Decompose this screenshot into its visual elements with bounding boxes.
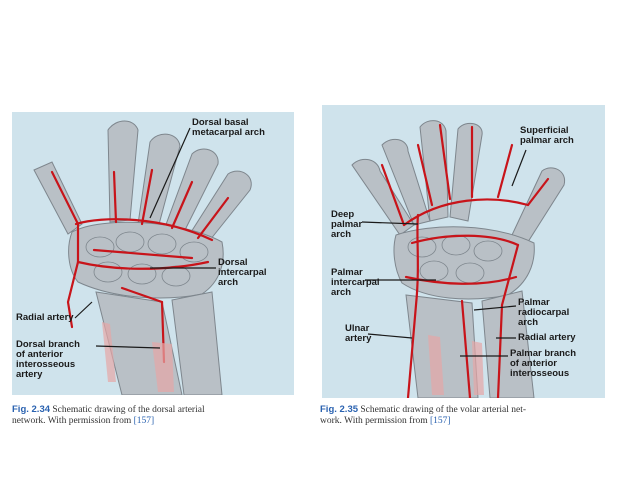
caption-text: Schematic drawing of the volar arterial … bbox=[320, 405, 527, 426]
label-dorsal-basal-metacarpal-arch: Dorsal basal metacarpal arch bbox=[192, 117, 265, 138]
label-palmar-radiocarpal-arch: Palmar radiocarpal arch bbox=[518, 297, 570, 328]
label-deep-palmar-arch: Deep palmar arch bbox=[331, 209, 363, 240]
label-dorsal-branch-anterior-interosseous: Dorsal branch of anterior interosseous a… bbox=[16, 339, 80, 380]
dorsal-hand-drawing bbox=[33, 120, 252, 395]
label-ulnar-artery: Ulnar artery bbox=[345, 323, 372, 344]
label-radial-artery-left: Radial artery bbox=[16, 312, 74, 323]
caption-ref-link[interactable]: [157] bbox=[430, 416, 451, 426]
caption-text: Schematic drawing of the dorsal arterial… bbox=[12, 405, 205, 426]
caption-ref-link[interactable]: [157] bbox=[133, 416, 155, 426]
label-superficial-palmar-arch: Superficial palmar arch bbox=[520, 125, 574, 146]
caption-fig-2-35: Fig. 2.35 Schematic drawing of the volar… bbox=[320, 404, 526, 427]
caption-fig-2-34: Fig. 2.34 Schematic drawing of the dorsa… bbox=[12, 404, 205, 427]
label-palmar-intercarpal-arch: Palmar intercarpal arch bbox=[331, 267, 380, 298]
caption-fig-number: Fig. 2.34 bbox=[12, 404, 51, 415]
label-radial-artery-right: Radial artery bbox=[518, 332, 576, 343]
label-dorsal-intercarpal-arch: Dorsal intercarpal arch bbox=[218, 257, 267, 288]
caption-fig-number: Fig. 2.35 bbox=[320, 404, 359, 415]
label-palmar-branch-anterior-interosseous: Palmar branch of anterior interosseous bbox=[510, 348, 576, 379]
